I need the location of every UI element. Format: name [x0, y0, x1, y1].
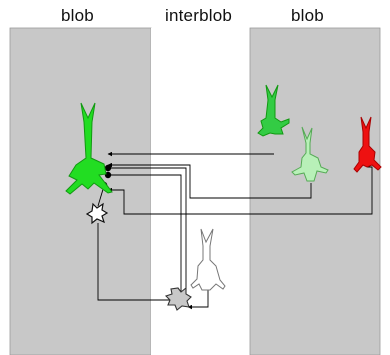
white-pyramidal-neuron: [190, 228, 226, 291]
light-green-pyramidal-neuron: [291, 126, 329, 182]
connection-red-to-large-green: [107, 166, 373, 215]
connection-light-green-to-large-green: [107, 162, 312, 199]
region-label-left-blob: blob: [61, 6, 94, 25]
connections: [97, 151, 373, 310]
synapse-dot: [104, 164, 112, 172]
blob-interneuron: [85, 202, 109, 225]
region-label-right-blob: blob: [291, 6, 324, 25]
large-green-pyramidal-neuron: [65, 102, 113, 195]
interblob-region: [151, 28, 250, 355]
synapse-dot: [104, 171, 112, 179]
connection-interblob-interneuron-to-large-green-b: [110, 174, 182, 293]
red-pyramidal-neuron: [353, 116, 382, 173]
small-green-pyramidal-neuron: [257, 84, 290, 137]
interblob-interneuron: [164, 286, 192, 311]
right-blob-region: [249, 27, 381, 355]
connection-white-pyramidal-to-interblob-interneuron: [187, 290, 209, 310]
left-blob-region: [9, 27, 152, 355]
region-label-interblob: interblob: [165, 6, 233, 25]
connection-interblob-interneuron-to-large-green-a: [110, 167, 187, 292]
connection-blob-interneuron-to-interblob-interneuron: [97, 223, 176, 303]
